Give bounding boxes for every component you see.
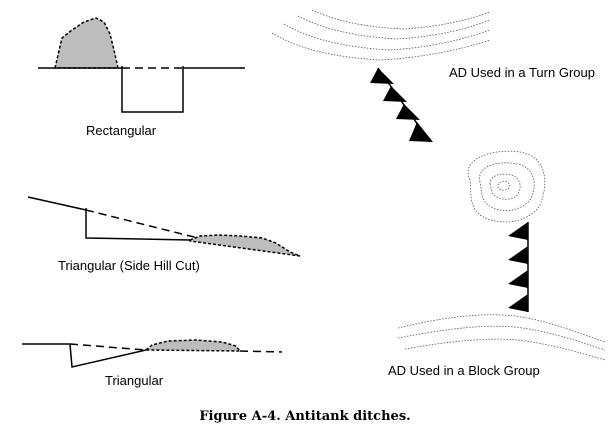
side-hill-slope xyxy=(27,196,87,211)
obstacle-triangle xyxy=(508,294,528,312)
contour-line xyxy=(271,32,491,61)
obstacle-triangle xyxy=(508,270,528,288)
rectangular-ditch-profile xyxy=(121,66,184,113)
triangular-original-surface xyxy=(69,343,147,351)
obstacle-triangle xyxy=(383,86,407,102)
side-hill-original-surface xyxy=(85,209,199,239)
contour-line xyxy=(283,23,491,51)
side-hill-ditch-profile xyxy=(85,208,191,241)
side-hill-cut-diagram xyxy=(27,196,301,257)
block-group-obstacle xyxy=(508,222,529,312)
rectangular-spoil-pile xyxy=(54,17,119,69)
block-group-label: AD Used in a Block Group xyxy=(388,363,540,378)
triangular-ditch-diagram xyxy=(22,339,283,368)
contour-line xyxy=(311,9,491,30)
triangular-label: Triangular xyxy=(105,373,164,388)
side-hill-cut-label: Triangular (Side Hill Cut) xyxy=(58,258,200,273)
contour-line xyxy=(467,150,546,223)
rectangular-label: Rectangular xyxy=(86,123,157,138)
contour-line xyxy=(404,338,606,361)
figure-caption: Figure A-4. Antitank ditches. xyxy=(199,409,410,424)
triangular-surface-right xyxy=(239,350,283,353)
obstacle-triangle xyxy=(396,104,420,120)
block-group-contours xyxy=(397,150,606,361)
obstacle-triangle xyxy=(409,122,433,142)
turn-group-obstacle xyxy=(370,67,433,143)
contour-line xyxy=(397,325,606,351)
turn-group-label: AD Used in a Turn Group xyxy=(449,65,595,80)
side-hill-spoil-pile xyxy=(189,234,301,257)
contour-line xyxy=(489,173,521,200)
turn-group-contours xyxy=(271,9,491,61)
contour-line xyxy=(497,180,511,191)
obstacle-triangle xyxy=(508,222,528,240)
contour-line xyxy=(479,162,535,211)
obstacle-triangle xyxy=(370,68,394,84)
obstacle-triangle xyxy=(508,246,528,264)
rectangular-ditch-diagram xyxy=(38,17,245,113)
triangular-spoil-pile xyxy=(143,339,242,352)
triangular-ditch-profile xyxy=(69,343,147,368)
contour-line xyxy=(297,15,491,40)
contour-line xyxy=(397,314,606,343)
